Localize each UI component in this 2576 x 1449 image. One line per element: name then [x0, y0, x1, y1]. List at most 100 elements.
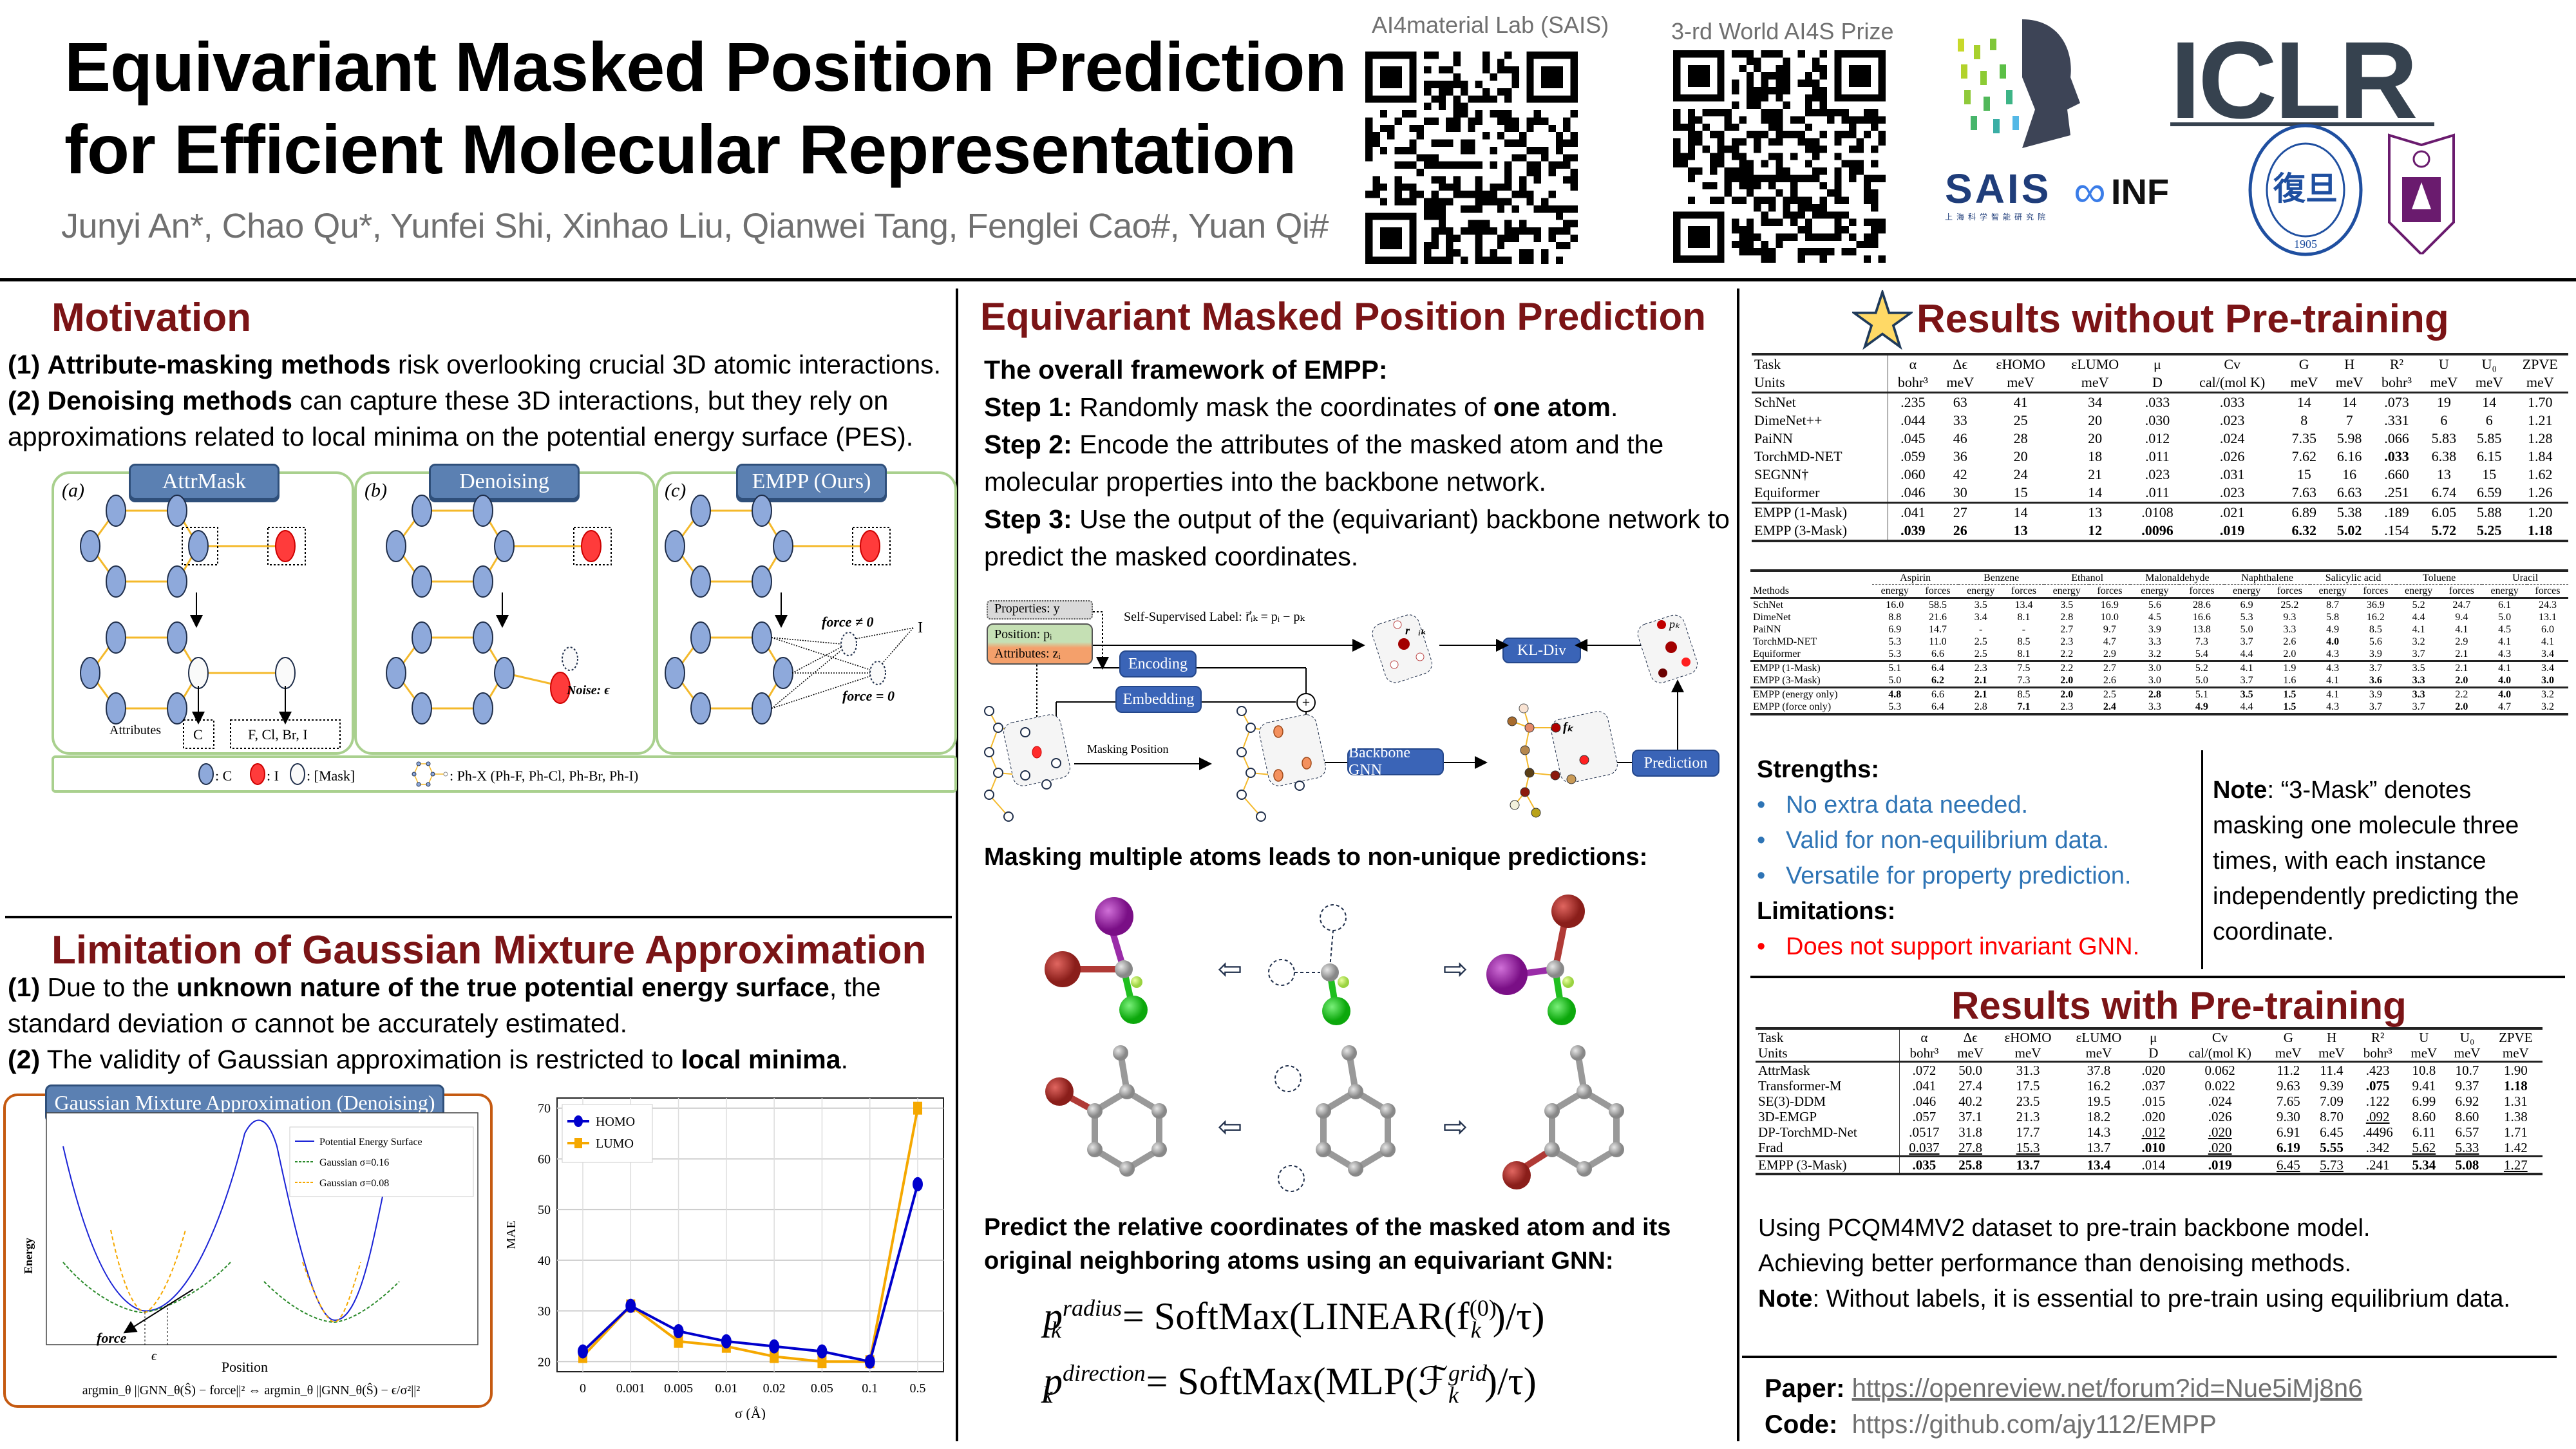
equation-radius: pradiusk = SoftMax(LINEAR(f(0)k)/τ) — [1043, 1295, 1545, 1343]
author-list: Junyi An*, Chao Qu*, Yunfei Shi, Xinhao … — [61, 207, 1329, 245]
legend-panel — [52, 755, 957, 793]
results-pretrain-title: Results with Pre-training — [1951, 984, 2407, 1027]
motivation-title: Motivation — [52, 296, 251, 340]
svg-text:: Ph-X (Ph-F, Ph-Cl, Ph-Br, Ph: : Ph-X (Ph-F, Ph-Cl, Ph-Br, Ph-I) — [450, 768, 638, 784]
tab-empp: EMPP (Ours) — [736, 464, 887, 500]
poster-title: Equivariant Masked Position Prediction f… — [64, 28, 1347, 188]
framework-steps: The overall framework of EMPP: Step 1: R… — [984, 351, 1731, 575]
svg-text:40: 40 — [538, 1254, 551, 1268]
equation-direction: pdirectionk = SoftMax(MLP(ℱgridk)/τ) — [1042, 1360, 1537, 1408]
predict-heading: Predict the relative coordinates of the … — [984, 1214, 1671, 1274]
svg-text:0.1: 0.1 — [862, 1381, 878, 1396]
svg-text:Gaussian σ=0.16: Gaussian σ=0.16 — [319, 1157, 389, 1168]
svg-text:: [Mask]: : [Mask] — [307, 768, 355, 784]
limitation-title: Limitation of Gaussian Mixture Approxima… — [52, 928, 927, 972]
pretrain-notes: Using PCQM4MV2 dataset to pre-train back… — [1758, 1215, 2510, 1312]
molecule-diagrams-icon: Attributes C F, Cl, Br, I — [80, 495, 923, 787]
code-link[interactable]: https://github.com/ajy112/EMPP — [1852, 1410, 2217, 1439]
limitation-text: (1) Due to the unknown nature of the tru… — [8, 972, 881, 1074]
svg-text:Gaussian σ=0.08: Gaussian σ=0.08 — [319, 1178, 389, 1189]
svg-text:0.005: 0.005 — [664, 1381, 693, 1396]
right-section-divider — [1750, 976, 2565, 978]
mask-note: Note: “3-Mask” denotes masking one molec… — [2213, 777, 2519, 945]
step-3: Step 3: Use the output of the (equivaria… — [984, 504, 1730, 571]
svg-text:Energy: Energy — [22, 1238, 35, 1274]
step-1: Step 1: Randomly mask the coordinates of… — [984, 392, 1618, 422]
svg-text:⇨: ⇨ — [1443, 1110, 1468, 1143]
svg-text:LUMO: LUMO — [596, 1137, 634, 1151]
header-divider — [0, 278, 2576, 281]
qr-code-lab[interactable] — [1365, 52, 1578, 264]
svg-text:: C: : C — [215, 768, 232, 784]
panel-letter-b: (b) — [365, 480, 387, 501]
embedding-box: Embedding — [1115, 686, 1202, 713]
masking-heading: Masking multiple atoms leads to non-uniq… — [984, 844, 1648, 871]
strength-item: • No extra data needed. — [1757, 791, 2029, 819]
svg-text:C: C — [193, 726, 203, 743]
links-section: Paper: https://openreview.net/forum?id=N… — [1765, 1374, 2363, 1439]
svg-text:argmin_θ ||GNN_θ(Ŝ) − force||²: argmin_θ ||GNN_θ(Ŝ) − force||² ⇔ argmin_… — [82, 1382, 421, 1397]
svg-text:60: 60 — [538, 1152, 551, 1166]
svg-text:20: 20 — [538, 1355, 551, 1369]
svg-text:force ≠ 0: force ≠ 0 — [822, 614, 874, 630]
fudan-seal-icon: 復旦 1905 — [2248, 122, 2363, 258]
svg-text:HOMO: HOMO — [596, 1115, 635, 1129]
svg-text:0.01: 0.01 — [715, 1381, 737, 1396]
strengths-section: Strengths: • No extra data needed. • Val… — [1757, 752, 2201, 965]
panel-denoising — [354, 471, 656, 755]
column-divider-2 — [1737, 289, 1739, 1441]
svg-text:復旦: 復旦 — [2273, 171, 2338, 207]
paper-link[interactable]: https://openreview.net/forum?id=Nue5iMj8… — [1852, 1374, 2363, 1403]
panel-letter-a: (a) — [62, 480, 84, 501]
strength-item: • Valid for non-equilibrium data. — [1757, 827, 2110, 854]
links-divider — [1742, 1356, 2557, 1358]
star-icon — [1850, 288, 1915, 350]
limitation-item: • Does not support invariant GNN. — [1757, 933, 2140, 960]
encoding-box: Encoding — [1119, 650, 1197, 677]
left-section-divider — [5, 916, 952, 918]
strength-item: • Versatile for property prediction. — [1757, 862, 2132, 889]
svg-text:F, Cl, Br, I: F, Cl, Br, I — [248, 726, 308, 743]
svg-text:0.5: 0.5 — [910, 1381, 926, 1396]
svg-text:0: 0 — [580, 1381, 586, 1396]
svg-text:+: + — [1302, 694, 1310, 710]
svg-text:⇦: ⇦ — [1218, 952, 1243, 985]
svg-text:MAE: MAE — [504, 1220, 518, 1249]
properties-box: Properties: y — [987, 600, 1093, 620]
svg-text:Attributes: Attributes — [109, 723, 161, 737]
svg-text:ϵ: ϵ — [151, 1349, 157, 1363]
svg-text:σ (Å): σ (Å) — [735, 1405, 766, 1420]
panel-attrmask — [52, 471, 354, 755]
molecule-renderings-icon: ⇦ ⇨ ⇦ ⇨ — [1045, 895, 1624, 1192]
sais-logo: SAIS 上海科学智能研究院 — [1945, 166, 2052, 222]
prediction-box: Prediction — [1632, 750, 1719, 777]
kl-div-box: KL-Div — [1502, 638, 1581, 663]
svg-text:: I: : I — [267, 768, 279, 784]
qr-label-prize: 3-rd World AI4S Prize — [1671, 18, 1894, 44]
svg-text:0.02: 0.02 — [763, 1381, 786, 1396]
position-attr-box: Position: pᵢ Attributes: zᵢ — [987, 623, 1093, 665]
gma-plot-icon: Potential Energy Surface Gaussian σ=0.16… — [22, 1112, 478, 1397]
qr-code-prize[interactable] — [1673, 50, 1886, 263]
svg-text:70: 70 — [538, 1102, 551, 1116]
svg-text:50: 50 — [538, 1203, 551, 1217]
svg-text:force: force — [97, 1330, 127, 1346]
strengths-note-divider — [2201, 750, 2203, 969]
